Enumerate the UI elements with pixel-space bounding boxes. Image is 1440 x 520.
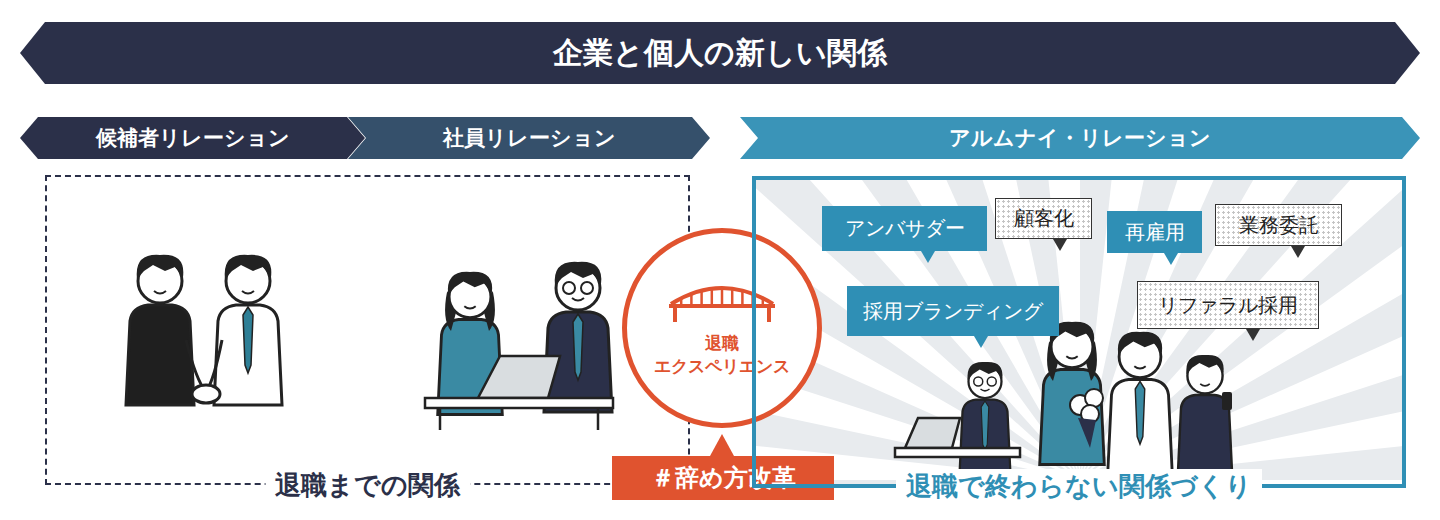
person-hair [225, 255, 272, 279]
handshake-hands [192, 385, 220, 403]
bridge-leg [673, 306, 677, 322]
bubble-tail [1164, 253, 1178, 265]
person-smile [154, 291, 166, 294]
desk [895, 448, 1020, 457]
person-body [214, 305, 282, 405]
node-text: リファラル採用 [1158, 292, 1298, 319]
node-text: 候補者リレーション [96, 124, 290, 152]
person-smile [1134, 366, 1145, 368]
node-text: 採用ブランディング [863, 298, 1043, 325]
sunburst-rays [752, 176, 1406, 488]
person-figure [126, 255, 194, 405]
person-smile [572, 298, 584, 301]
alumni-box: 退職で終わらない関係づくりアンバサダー顧客化再雇用業務委託採用ブランディングリフ… [752, 176, 1406, 488]
person-figure [1108, 332, 1173, 475]
bridge-post [700, 291, 703, 306]
bouquet [1070, 389, 1103, 448]
node-text: アンバサダー [845, 215, 965, 242]
speech-bubble: リファラル採用 [1137, 281, 1319, 329]
experience-circle: 退職 エクスペリエンス [622, 228, 822, 428]
person-glasses [987, 377, 996, 386]
person-figure [544, 262, 612, 412]
speech-bubble: アンバサダー [822, 206, 987, 251]
person-hair [448, 272, 492, 295]
person-body [126, 305, 194, 405]
bubble-tail [1246, 329, 1260, 341]
bubble-tail [1053, 239, 1067, 251]
tag-pointer [710, 434, 734, 456]
bridge-post [711, 289, 714, 306]
person-smile [464, 306, 475, 308]
bridge-icon [667, 278, 777, 324]
node-text: ＃辞め方改革 [651, 462, 796, 494]
person-smile [1200, 384, 1210, 386]
bridge-post [762, 298, 765, 306]
title-text: 企業と個人の新しい関係 [0, 22, 1440, 84]
node-text: 再雇用 [1125, 219, 1185, 246]
bubble-tail [974, 336, 988, 348]
person-hair [1186, 355, 1223, 374]
person-figure [1040, 322, 1105, 465]
person-tie [1135, 381, 1145, 444]
bridge-post [731, 289, 734, 306]
desk [425, 398, 613, 408]
speech-bubble: 再雇用 [1107, 211, 1202, 253]
laptop [478, 356, 560, 398]
person-glasses [563, 282, 575, 294]
node-text: 退職で終わらない関係づくり [896, 469, 1262, 503]
phase-box: 退職までの関係 [45, 175, 690, 485]
node-text: アルムナイ・リレーション [949, 124, 1211, 152]
relation-band: アルムナイ・リレーション [740, 117, 1420, 159]
bridge-leg [767, 306, 771, 322]
person-glasses [974, 377, 983, 386]
band-fill [20, 117, 365, 159]
person-tie [243, 307, 253, 373]
person-body [1040, 370, 1105, 465]
person-body [960, 400, 1011, 475]
node-text: 業務委託 [1239, 212, 1319, 239]
ray [1080, 176, 1358, 480]
person-hair [555, 262, 602, 286]
node-text: 退職 エクスペリエンス [642, 332, 802, 378]
person-glasses [581, 282, 593, 294]
person-tie [981, 401, 989, 451]
band-fill [348, 117, 710, 159]
bubble-tail [921, 251, 935, 263]
person-tie [573, 314, 583, 380]
bridge-post [680, 298, 683, 306]
desk-leg [439, 408, 442, 430]
node-text: 社員リレーション [443, 124, 616, 152]
band-fill [740, 117, 1420, 159]
person-body [1108, 380, 1173, 475]
person-smile [242, 291, 254, 294]
phone [1222, 392, 1232, 410]
relation-band: 社員リレーション [348, 117, 710, 159]
bridge-post [741, 291, 744, 306]
person-hair [968, 362, 1003, 380]
hashtag-tag: ＃辞め方改革 [612, 456, 834, 500]
person-smile [1066, 356, 1077, 358]
speech-bubble: 顧客化 [995, 198, 1092, 239]
person-smile [981, 389, 990, 391]
bridge-post [721, 288, 724, 306]
bubble-tail [1291, 246, 1305, 258]
node-text: 退職までの関係 [265, 468, 470, 502]
relation-band: 候補者リレーション [20, 117, 365, 159]
person-hair [1118, 332, 1162, 355]
person-figure [214, 255, 282, 405]
person-hair [137, 255, 184, 279]
person-figure [1178, 355, 1232, 475]
speech-bubble: 業務委託 [1215, 204, 1342, 246]
node-text: 顧客化 [1014, 205, 1074, 232]
bridge-post [690, 294, 693, 306]
laptop [905, 418, 960, 448]
desk-leg [597, 408, 600, 430]
speech-bubble: 採用ブランディング [847, 286, 1059, 336]
